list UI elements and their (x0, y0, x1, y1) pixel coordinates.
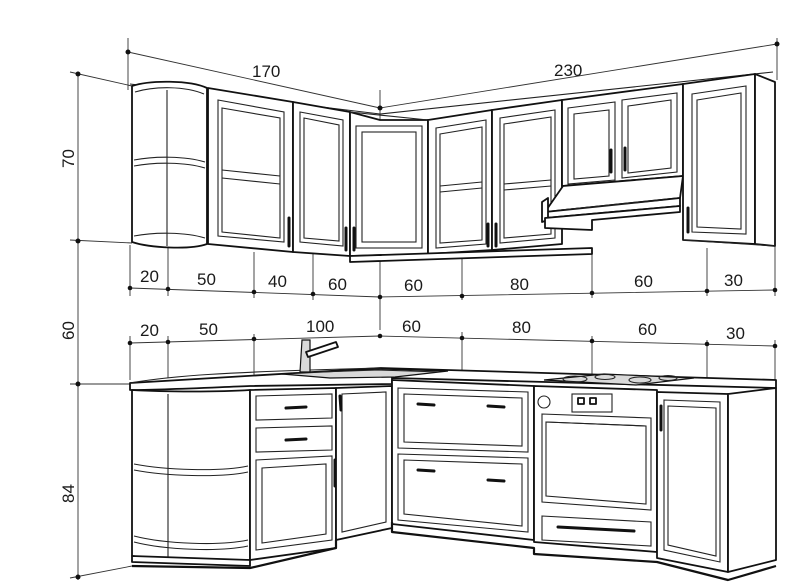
dimension-labels: 170 230 70 60 84 20 50 40 60 60 80 60 30… (59, 61, 745, 503)
cooktop (543, 373, 695, 386)
base-drawer-cabinet (391, 379, 535, 541)
label-upper-seg-5: 60 (404, 276, 423, 295)
base-open-shelf (131, 389, 251, 567)
upper-glass-cabinet-left (207, 87, 294, 253)
label-upper-seg-6: 80 (510, 275, 529, 294)
upper-right-cabinet (682, 73, 776, 247)
label-base-seg-2: 50 (199, 320, 218, 339)
label-upper-seg-2: 50 (197, 270, 216, 289)
label-gap-height: 60 (59, 321, 78, 340)
label-base-seg-3: 100 (306, 317, 334, 336)
label-base-height: 84 (59, 484, 78, 503)
upper-cabinets (129, 71, 776, 263)
label-upper-height: 70 (59, 149, 78, 168)
upper-open-shelf (131, 80, 208, 249)
base-corner-door (333, 385, 393, 541)
label-upper-left-width: 170 (252, 62, 280, 81)
sink (281, 339, 449, 379)
label-upper-right-width: 230 (554, 61, 582, 80)
upper-panel-cabinet (292, 101, 351, 257)
label-base-seg-4: 60 (402, 317, 421, 336)
label-upper-seg-4: 60 (328, 275, 347, 294)
label-base-seg-7: 30 (726, 324, 745, 343)
label-upper-seg-1: 20 (140, 267, 159, 286)
label-base-seg-1: 20 (140, 321, 159, 340)
upper-corner-cabinet (349, 111, 429, 257)
label-base-seg-6: 60 (638, 320, 657, 339)
label-upper-seg-8: 30 (724, 271, 743, 290)
oven (533, 385, 658, 553)
upper-hood-cabinet (561, 83, 684, 187)
label-upper-seg-7: 60 (634, 272, 653, 291)
base-cabinets (129, 339, 777, 582)
label-upper-seg-3: 40 (268, 272, 287, 291)
dimension-lines (69, 38, 780, 580)
label-base-seg-5: 80 (512, 318, 531, 337)
range-hood (541, 175, 684, 231)
base-right-door (656, 387, 777, 573)
base-drawer-stack (249, 387, 337, 561)
upper-glass-cabinet-right (427, 109, 493, 255)
